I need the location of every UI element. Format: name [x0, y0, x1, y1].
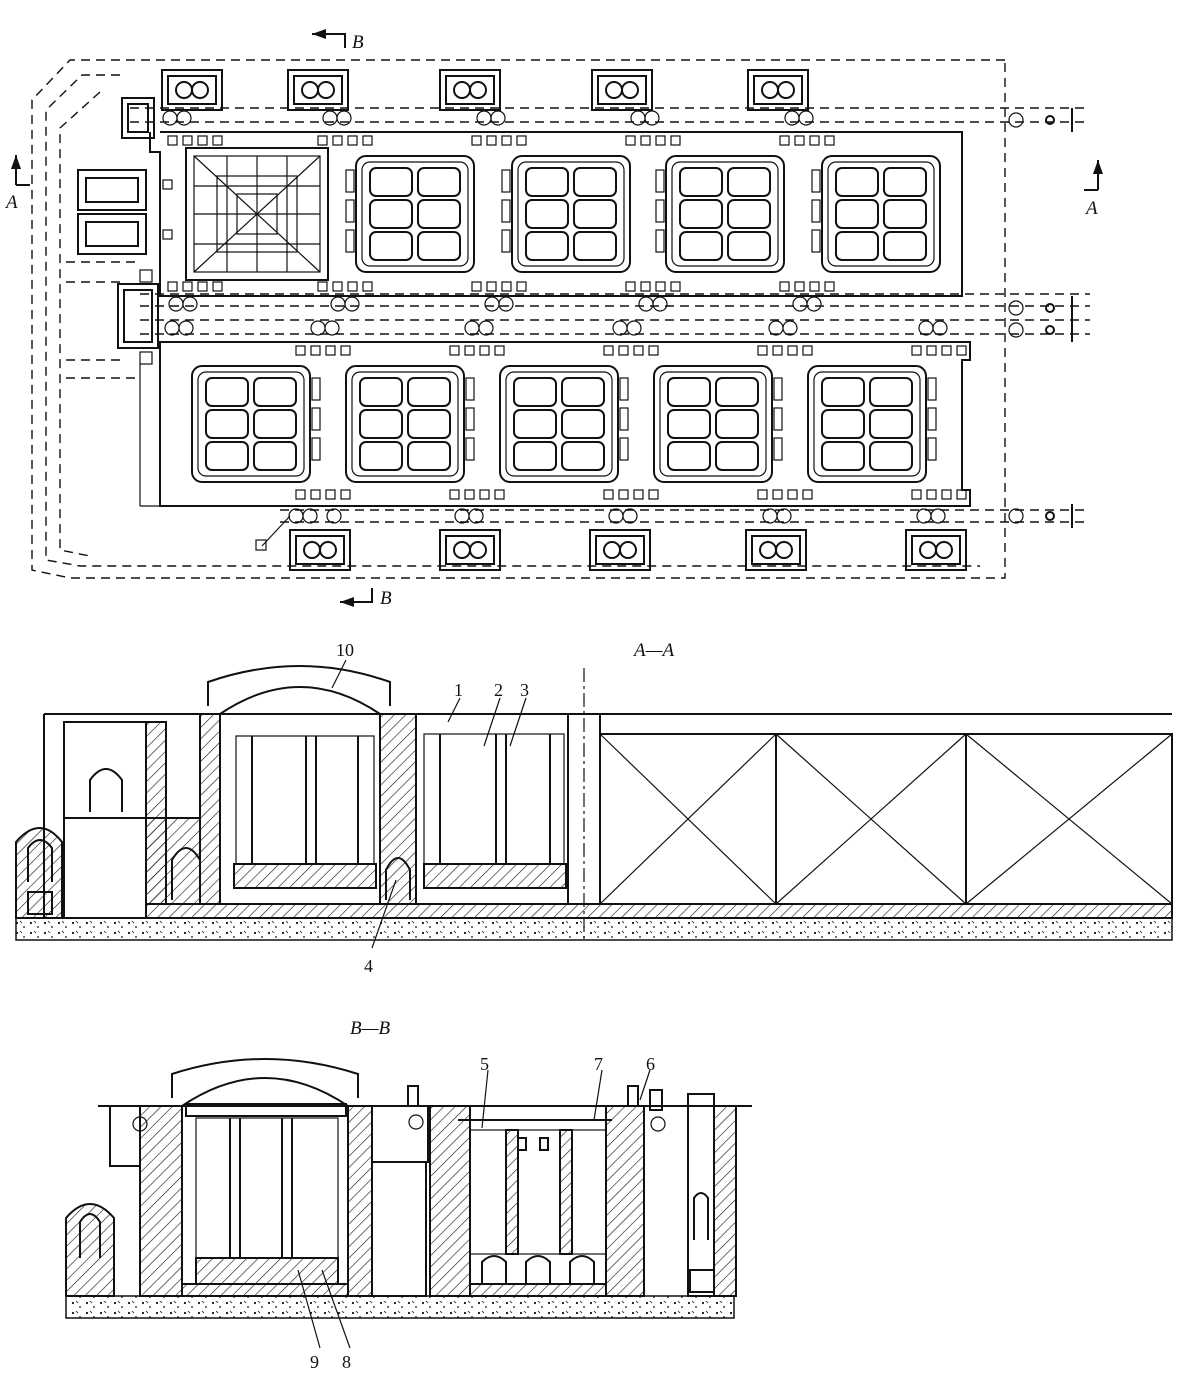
cut-a-left-label: A: [4, 192, 18, 213]
plan-left-equipment: [77, 97, 291, 551]
callout-8: 8: [342, 1352, 351, 1372]
callout-6: 6: [646, 1054, 655, 1074]
callout-4: 4: [364, 956, 373, 976]
plan-pit-upper-row: [345, 155, 941, 273]
plan-pipe-circles: [162, 110, 948, 524]
plan-pit-covered: [185, 147, 329, 281]
plan-view: B B A A: [4, 29, 1103, 609]
plan-pit-lower-row: [191, 365, 937, 483]
section-bb-title: B—B: [350, 1018, 391, 1039]
section-aa: A—A: [15, 640, 1173, 976]
section-aa-title: A—A: [632, 640, 675, 661]
callout-5: 5: [480, 1054, 489, 1074]
callout-3: 3: [520, 680, 529, 700]
cut-b-bottom-label: B: [380, 588, 392, 609]
cut-a-right-label: A: [1084, 198, 1098, 219]
cut-b-top-label: B: [352, 32, 364, 53]
callout-9: 9: [310, 1352, 319, 1372]
callout-10: 10: [336, 640, 354, 660]
section-aa-ground: [15, 917, 1173, 941]
callout-1: 1: [454, 680, 463, 700]
callout-7: 7: [594, 1054, 603, 1074]
section-bb: B—B: [65, 1018, 752, 1372]
plan-valves: [1008, 108, 1073, 528]
plan-bolt-rows: [162, 135, 967, 500]
section-bb-ground: [65, 1295, 735, 1319]
callout-2: 2: [494, 680, 503, 700]
plan-cut-marks: B B A A: [4, 29, 1103, 609]
